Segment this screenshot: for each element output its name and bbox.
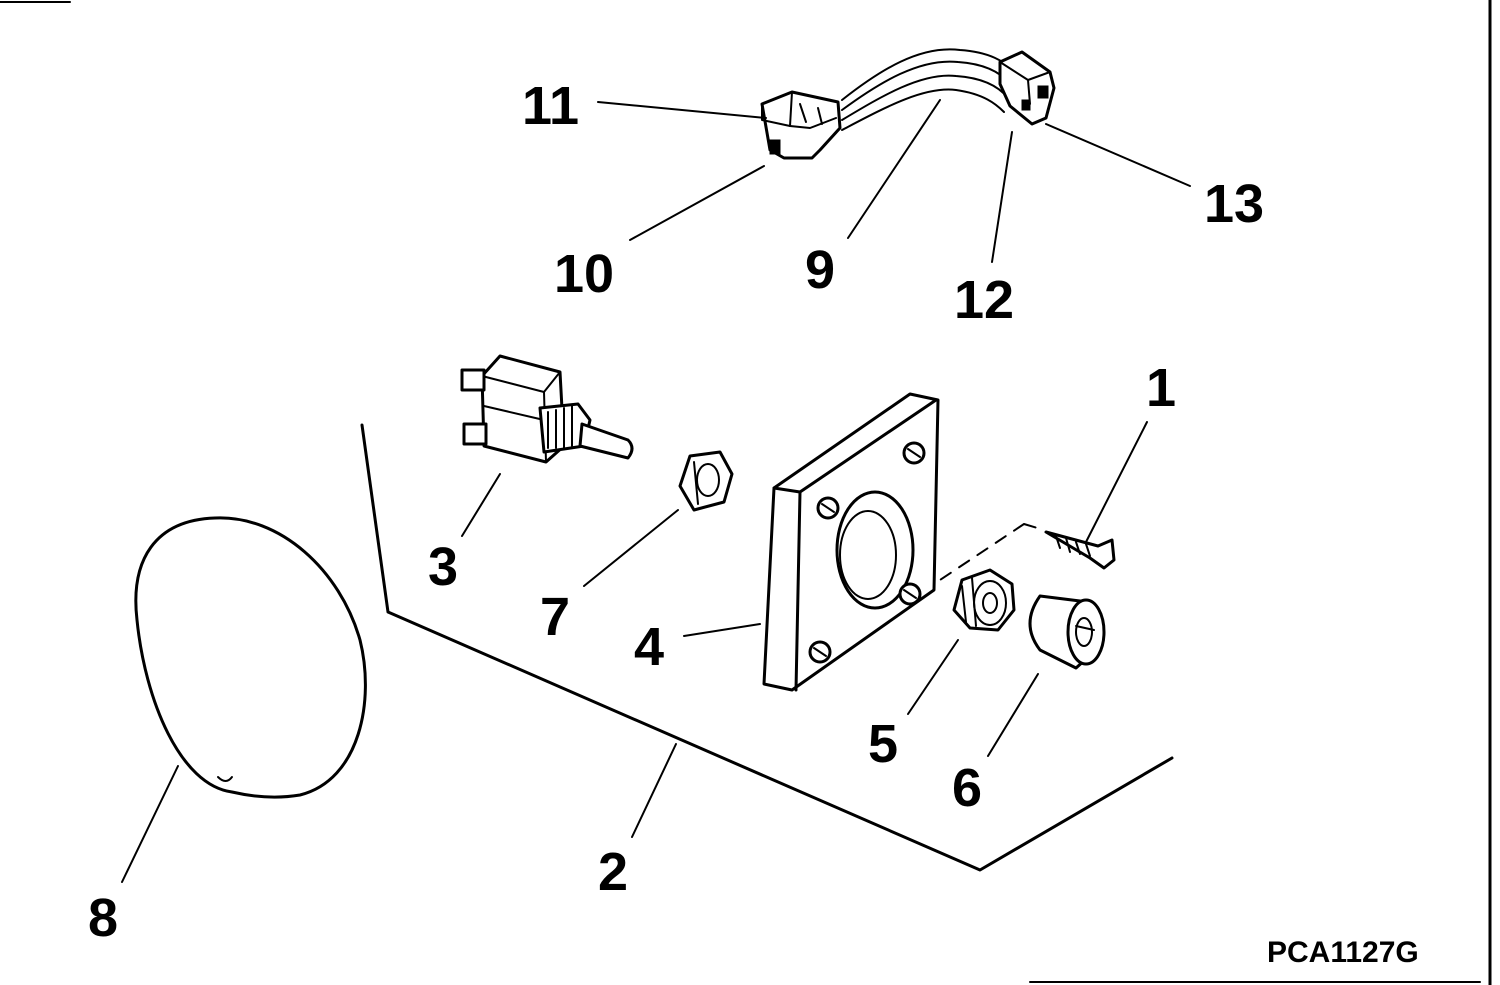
leader-12 — [991, 131, 1013, 263]
toggle-switch — [460, 354, 634, 464]
bushing — [952, 568, 1016, 632]
callout-3: 3 — [428, 537, 458, 597]
connector-right — [998, 50, 1056, 126]
callout-13: 13 — [1204, 174, 1264, 234]
callout-8: 8 — [88, 888, 118, 948]
control-panel — [360, 423, 1174, 872]
leader-8 — [121, 765, 179, 883]
callout-9: 9 — [805, 240, 835, 300]
leader-10 — [629, 165, 765, 241]
leader-4 — [683, 623, 761, 637]
callout-labels: 1 2 3 4 5 6 7 8 9 10 11 12 13 — [88, 76, 1264, 948]
leader-6 — [987, 673, 1039, 757]
callout-12: 12 — [954, 270, 1014, 330]
leader-11 — [597, 101, 767, 119]
connector-left — [760, 90, 842, 160]
mounting-plate — [762, 392, 940, 692]
figure-code: PCA1127G — [1267, 936, 1419, 969]
leader-5 — [907, 639, 959, 715]
leader-2 — [631, 743, 677, 838]
leader-13 — [1045, 123, 1191, 187]
leader-9 — [847, 99, 941, 239]
hex-nut — [678, 450, 734, 512]
callout-10: 10 — [554, 244, 614, 304]
leader-1 — [1085, 421, 1148, 543]
callout-6: 6 — [952, 758, 982, 818]
knob — [1028, 594, 1106, 670]
leader-lines — [121, 99, 1191, 883]
callout-11: 11 — [522, 76, 579, 136]
callout-7: 7 — [540, 587, 570, 647]
callout-2: 2 — [598, 842, 628, 902]
leader-7 — [583, 509, 679, 587]
callout-1: 1 — [1146, 358, 1176, 418]
leader-3 — [461, 473, 501, 537]
gasket — [134, 516, 367, 799]
callout-5: 5 — [868, 714, 898, 774]
screw — [939, 523, 1116, 581]
callout-4: 4 — [634, 617, 664, 677]
